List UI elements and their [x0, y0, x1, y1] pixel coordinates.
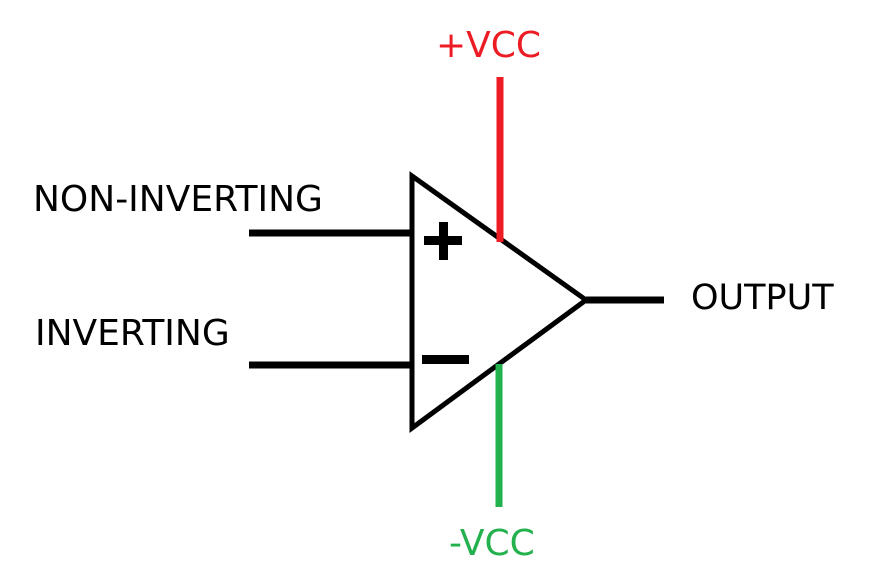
minus-sign-icon	[422, 355, 469, 364]
positive-supply-label: +VCC	[436, 25, 542, 66]
negative-supply-label: -VCC	[449, 523, 535, 564]
non-inverting-input-label: NON-INVERTING	[33, 179, 323, 220]
output-label: OUTPUT	[691, 278, 834, 318]
plus-sign-icon	[424, 222, 462, 260]
inverting-input-label: INVERTING	[35, 313, 230, 354]
